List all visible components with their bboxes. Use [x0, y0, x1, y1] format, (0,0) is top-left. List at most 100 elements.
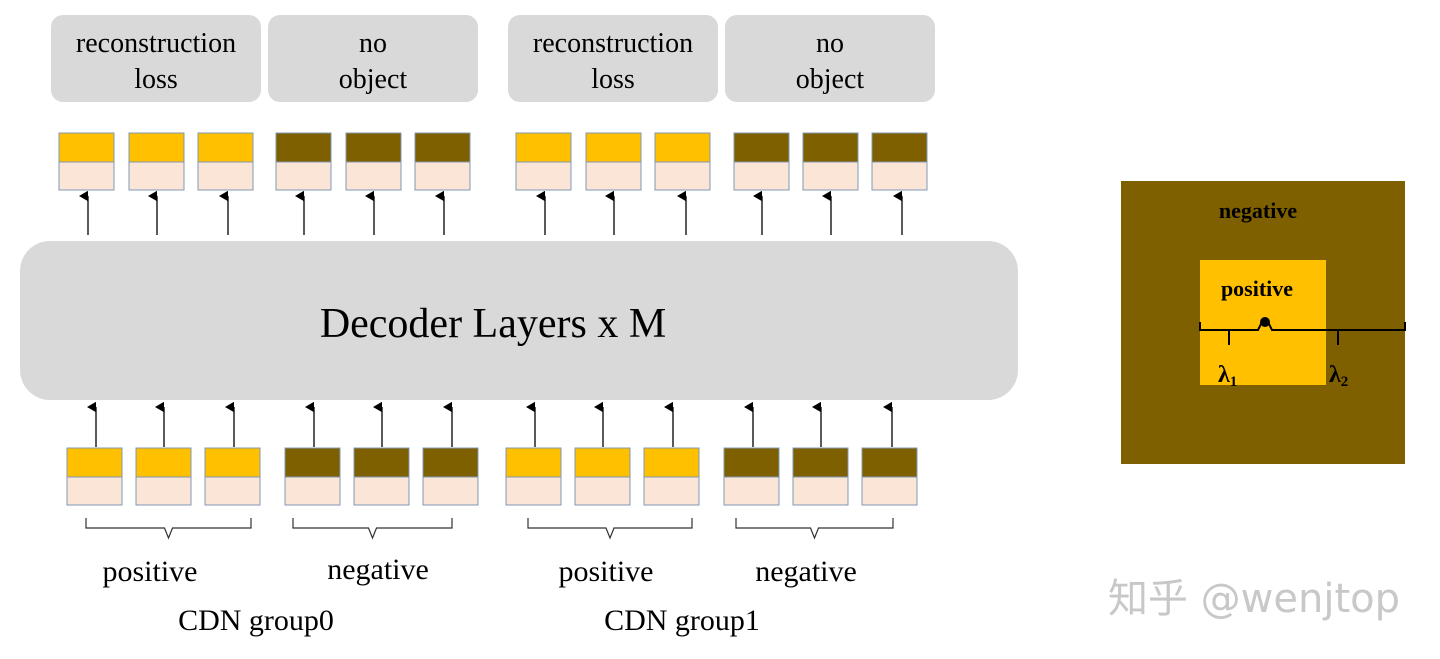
- token-position: [654, 161, 711, 191]
- header-box-bg: [725, 15, 935, 102]
- token-content: [66, 447, 123, 478]
- group-brace: [85, 518, 252, 540]
- header-box-text: no: [359, 28, 387, 59]
- header-box-text: object: [796, 64, 865, 95]
- token-position: [515, 161, 572, 191]
- lambda2-label: λ2: [1329, 362, 1348, 390]
- token-position: [204, 476, 261, 506]
- header-box-bg: [51, 15, 261, 102]
- query-token: [135, 447, 192, 506]
- token-position: [585, 161, 642, 191]
- query-token: [353, 447, 410, 506]
- token-position: [723, 476, 780, 506]
- header-box: no object: [725, 15, 935, 102]
- lambda1-label: λ1: [1218, 362, 1237, 390]
- group-brace: [292, 518, 453, 540]
- token-content: [128, 132, 185, 163]
- input-arrows: [86, 401, 893, 447]
- query-token: [66, 447, 123, 506]
- token-position: [574, 476, 631, 506]
- lambda2-brace: [1267, 321, 1406, 345]
- query-token: [723, 447, 780, 506]
- token-position: [871, 161, 928, 191]
- query-token: [643, 447, 700, 506]
- token-position: [128, 161, 185, 191]
- query-token: [574, 447, 631, 506]
- token-position: [733, 161, 790, 191]
- query-token: [792, 447, 849, 506]
- token-content: [353, 447, 410, 478]
- query-token: [802, 132, 859, 191]
- query-token: [585, 132, 642, 191]
- token-position: [861, 476, 918, 506]
- token-position: [643, 476, 700, 506]
- input-query-tokens: [66, 447, 918, 506]
- token-content: [345, 132, 402, 163]
- header-box-text: no: [816, 28, 844, 59]
- inset-center-point: [1260, 317, 1270, 327]
- group-brace: [527, 518, 693, 540]
- query-token: [505, 447, 562, 506]
- header-box: reconstruction loss: [508, 15, 718, 102]
- token-position: [802, 161, 859, 191]
- header-box-text: reconstruction: [533, 28, 693, 59]
- group0-negative-label: negative: [327, 553, 429, 586]
- header-box-text: loss: [591, 64, 635, 95]
- output-header-boxes: reconstruction loss no object reconstruction…: [51, 15, 935, 102]
- header-box: no object: [268, 15, 478, 102]
- header-box-bg: [508, 15, 718, 102]
- token-content: [204, 447, 261, 478]
- query-token: [128, 132, 185, 191]
- output-query-tokens: [58, 132, 928, 191]
- token-content: [135, 447, 192, 478]
- group1-label: CDN group1: [604, 604, 760, 637]
- decoder-label: Decoder Layers x M: [320, 301, 666, 347]
- group1-negative-label: negative: [755, 555, 857, 588]
- query-token: [861, 447, 918, 506]
- token-position: [275, 161, 332, 191]
- token-position: [345, 161, 402, 191]
- token-position: [792, 476, 849, 506]
- header-box-text: reconstruction: [76, 28, 236, 59]
- token-content: [574, 447, 631, 478]
- token-content: [792, 447, 849, 478]
- query-token: [871, 132, 928, 191]
- query-token: [275, 132, 332, 191]
- token-content: [515, 132, 572, 163]
- token-position: [414, 161, 471, 191]
- query-token: [345, 132, 402, 191]
- query-token: [654, 132, 711, 191]
- header-box-text: loss: [134, 64, 178, 95]
- token-content: [414, 132, 471, 163]
- token-position: [353, 476, 410, 506]
- token-content: [422, 447, 479, 478]
- token-content: [58, 132, 115, 163]
- header-box-text: object: [339, 64, 408, 95]
- query-token: [58, 132, 115, 191]
- token-content: [733, 132, 790, 163]
- inset-figure: negative positive λ1 λ2: [1121, 181, 1406, 464]
- token-content: [284, 447, 341, 478]
- token-position: [58, 161, 115, 191]
- token-position: [284, 476, 341, 506]
- token-content: [802, 132, 859, 163]
- header-box-bg: [268, 15, 478, 102]
- query-token: [284, 447, 341, 506]
- token-position: [66, 476, 123, 506]
- token-content: [197, 132, 254, 163]
- header-box: reconstruction loss: [51, 15, 261, 102]
- query-token: [422, 447, 479, 506]
- group1-positive-label: positive: [559, 555, 654, 588]
- decoder-panel: [20, 241, 1018, 400]
- token-content: [654, 132, 711, 163]
- token-position: [135, 476, 192, 506]
- query-token: [204, 447, 261, 506]
- query-token: [197, 132, 254, 191]
- lambda1-brace: [1199, 321, 1263, 345]
- inset-positive-label: positive: [1221, 276, 1293, 301]
- token-content: [643, 447, 700, 478]
- group0-label: CDN group0: [178, 604, 334, 637]
- watermark: 知乎 @wenjtop: [1108, 576, 1400, 622]
- token-position: [422, 476, 479, 506]
